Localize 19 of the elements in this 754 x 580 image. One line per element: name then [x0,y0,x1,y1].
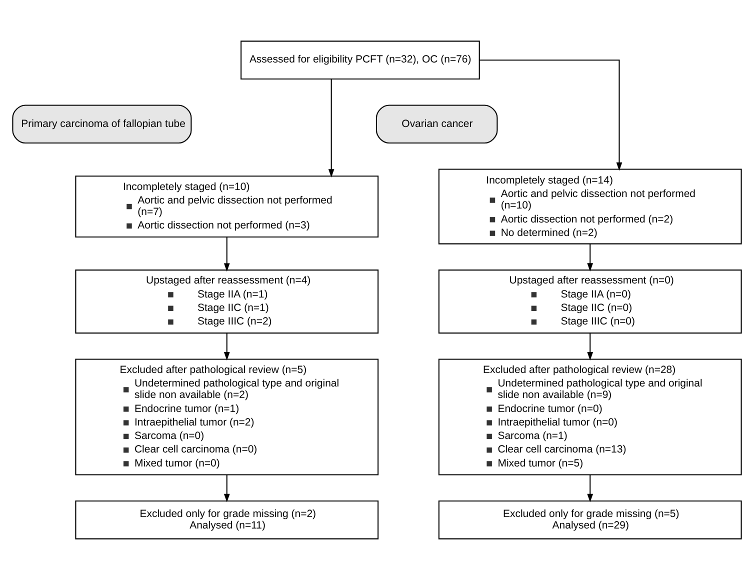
node-box: Assessed for eligibility PCFT (n=32), OC (n=76) [240,40,480,80]
node-box: Upstaged after reassessment (n=0) Stage IIA (n=0) Stage IIC (n=0) Stage IIIC (n=0) [438,270,742,334]
arrow [587,244,594,272]
arrow [224,474,230,502]
node-box: Excluded after pathological review (n=5) Undetermined pathological type and original slide non available (n=2) Endocrine tumor (n=1) Intraepithelial tumor (n=2) Sarcoma (n=0) Clear cell carcinoma (n=0) Mixed tumor (n=0) [75,358,379,476]
node-box: Excluded after pathological review (n=28) Undetermined pathological type and original slide non available (n=9) Endocrine tumor (n=0) Intraepithelial tumor (n=0) Sarcoma (n=1) Clear cell carcinoma (n=13) Mixed tumor (n=5) [438,358,742,476]
arrow [328,79,334,178]
node-box: Incompletely staged (n=14) Aortic and pelvic dissection not performed (n=10) Aortic dissection not performed (n=2) No determined (n=2) [438,168,742,244]
node-box: Excluded only for grade missing (n=5) Analysed (n=29) [438,500,742,540]
arrow [224,333,230,360]
arrow [479,60,622,171]
node-box: Primary carcinoma of fallopian tube [12,104,192,144]
arrow [224,237,230,272]
node-box: Ovarian cancer [376,104,498,144]
node-box: Upstaged after reassessment (n=4) Stage IIA (n=1) Stage IIC (n=1) Stage IIIC (n=2) [75,270,379,334]
node-box: Incompletely staged (n=10) Aortic and pelvic dissection not performed (n=7) Aortic dissection not performed (n=3) [75,176,379,238]
arrow [587,333,594,360]
arrow [587,474,594,502]
node-box: Excluded only for grade missing (n=2) Analysed (n=11) [75,500,379,540]
